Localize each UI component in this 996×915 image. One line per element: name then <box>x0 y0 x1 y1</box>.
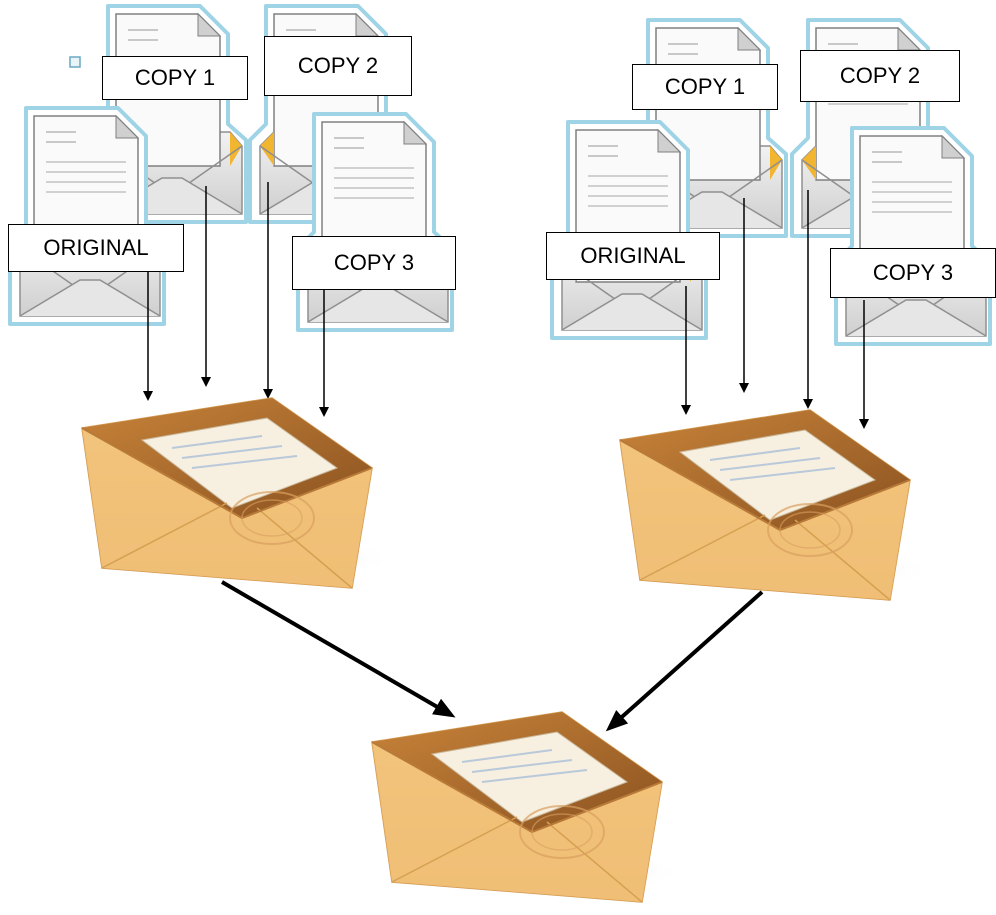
left-closed-envelope-icon <box>81 397 398 589</box>
left-copy2-label: COPY 2 <box>264 36 412 96</box>
right-copy1-label: COPY 1 <box>632 64 778 110</box>
left-copy3-envelope-icon <box>296 112 454 332</box>
right-original-envelope-icon <box>550 120 708 340</box>
arrow-icon <box>220 580 456 718</box>
left-original-envelope-icon <box>8 106 166 326</box>
arrow-icon <box>605 590 764 732</box>
left-copy1-label: COPY 1 <box>102 56 248 100</box>
right-closed-envelope-icon <box>619 409 936 601</box>
merge-arrows <box>220 580 764 732</box>
left-copy3-label: COPY 3 <box>292 236 456 290</box>
right-original-label: ORIGINAL <box>546 232 720 280</box>
right-copy3-label: COPY 3 <box>830 248 996 298</box>
left-original-label: ORIGINAL <box>8 224 184 272</box>
left-thin-arrows <box>143 182 329 417</box>
final-closed-envelope-icon <box>371 711 688 903</box>
right-copy3-envelope-icon <box>834 126 992 346</box>
right-thin-arrows <box>681 190 869 429</box>
decoration-square <box>69 56 81 68</box>
right-copy2-label: COPY 2 <box>800 50 960 102</box>
